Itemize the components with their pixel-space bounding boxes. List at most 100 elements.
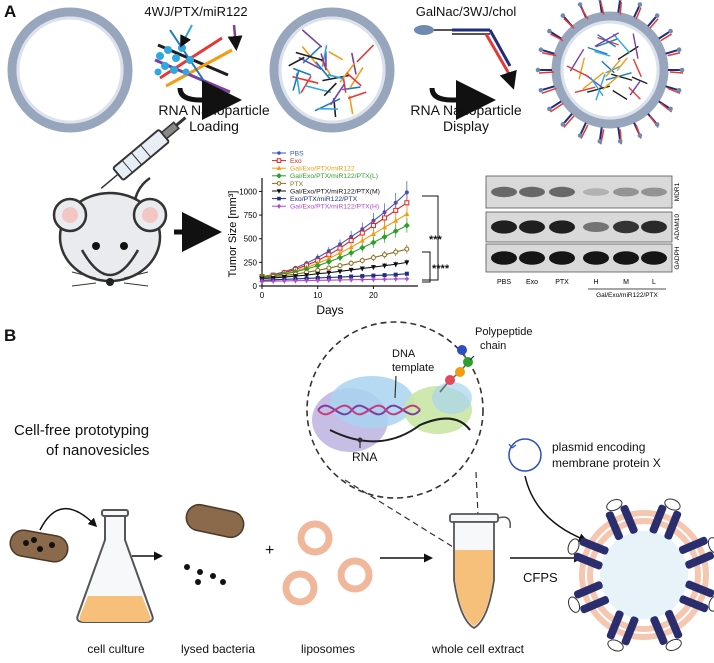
galnac-ligand (560, 13, 566, 18)
series-path (261, 261, 407, 279)
rna-nanoparticle (610, 73, 633, 81)
rna-nanoparticle (329, 83, 345, 106)
data-point (382, 273, 387, 278)
data-point (276, 165, 282, 170)
data-point (337, 269, 343, 275)
membrane-protein-x (605, 498, 638, 541)
rna-nanoparticle (566, 65, 590, 78)
rna-nanoparticle (605, 65, 621, 74)
rna-nanoparticle (302, 45, 321, 64)
data-point (326, 265, 332, 271)
rna-nanoparticle (301, 29, 323, 48)
display-arrow (429, 80, 496, 120)
data-point (348, 244, 354, 250)
y-tick-label: 0 (253, 282, 258, 291)
significance-upper: *** (429, 234, 442, 246)
series-line (259, 275, 410, 285)
plasmid-label-line1: plasmid encoding (552, 440, 646, 454)
galnac-ligand (597, 138, 603, 144)
blot-band (491, 220, 517, 234)
galnac-spike (541, 51, 557, 57)
galnac-ligand (618, 0, 623, 2)
blot-band (583, 188, 609, 196)
galnac-spike (540, 85, 555, 92)
step1-caption-line1: RNA Nanoparticle (158, 102, 270, 118)
galnac-ligand (538, 87, 544, 93)
data-point (359, 244, 366, 251)
data-point (325, 277, 332, 284)
data-point (276, 173, 282, 179)
blot-lane-label: Exo (526, 279, 538, 286)
rna-label: RNA (352, 450, 378, 464)
liposome-icon (282, 520, 373, 606)
rna-nanoparticle (292, 67, 312, 76)
blot-band (613, 251, 639, 265)
data-point (404, 190, 409, 195)
rna-nanoparticle (612, 89, 628, 101)
rna-nanoparticle (304, 84, 332, 94)
chart-legend: PBSExoGal/Exo/PTX/miR122Gal/Exo/PTX/miR1… (272, 150, 380, 211)
caption-lysed-bacteria: lysed bacteria (180, 642, 256, 656)
data-point (392, 276, 399, 283)
blot-band (491, 186, 517, 198)
galnac-ligand (637, 133, 643, 138)
galnac-ligand (577, 133, 583, 138)
series-line (259, 259, 410, 282)
data-point (359, 266, 365, 272)
rna-nanoparticle (347, 91, 367, 100)
data-point (348, 276, 355, 283)
galnac-spike (667, 51, 681, 57)
rna-nanoparticle (292, 69, 300, 91)
data-point (348, 260, 354, 266)
galnac-ligand (668, 28, 673, 34)
data-point (404, 200, 410, 206)
significance-bracket-lower (422, 251, 431, 283)
galnac-spike (538, 71, 555, 74)
rna-nanoparticle (587, 46, 608, 55)
galnac-ligand (535, 67, 541, 73)
rna-nanoparticle (595, 73, 606, 101)
blot-band (583, 222, 609, 232)
rna-nanoparticle (298, 56, 322, 70)
rna-nanoparticle (616, 57, 628, 71)
data-point (393, 272, 398, 277)
data-point (348, 249, 355, 256)
galnac-spike (540, 48, 555, 55)
galnac-spike (563, 18, 575, 29)
galnac-spike (647, 14, 658, 27)
blot-lane-label: M (623, 279, 629, 286)
galnac-ligand (668, 106, 673, 112)
galnac-spike (660, 33, 672, 42)
rna-nanoparticle (612, 33, 631, 54)
data-point (348, 238, 354, 244)
panel-b-title-line1: Cell-free prototyping (14, 422, 150, 439)
legend-label: Exo/PTX/miR122/PTX (290, 196, 358, 203)
legend-label: Gal/Exo/PTX/miR122/PTX(L) (290, 173, 378, 180)
blot-band (519, 251, 545, 265)
data-point (370, 239, 377, 246)
dna-template-label-line2: template (392, 362, 435, 374)
syringe-icon (100, 116, 187, 189)
data-point (381, 233, 388, 240)
legend-label: Gal/Exo/PTX/miR122/PTX(H) (290, 204, 379, 211)
data-point (382, 252, 388, 258)
y-tick-label: 500 (244, 235, 258, 244)
x-tick-label: 20 (369, 291, 378, 300)
galnac-spike (600, 1, 605, 15)
caption-whole-cell-extract: whole cell extract (431, 642, 525, 656)
rna-nanoparticle (632, 33, 639, 59)
blot-band (613, 187, 639, 197)
data-point (370, 255, 376, 261)
y-axis-label: Tumor Size [mm³] (227, 191, 239, 278)
polypeptide-label-line1: Polypeptide (475, 326, 533, 338)
rna-nanoparticle (348, 95, 354, 115)
galnac-ligand (676, 47, 682, 53)
data-point (337, 276, 343, 283)
mouse-icon (52, 116, 187, 287)
data-point (314, 262, 321, 269)
data-point (403, 222, 410, 229)
membrane-protein-x (678, 536, 714, 569)
data-point (276, 158, 282, 163)
